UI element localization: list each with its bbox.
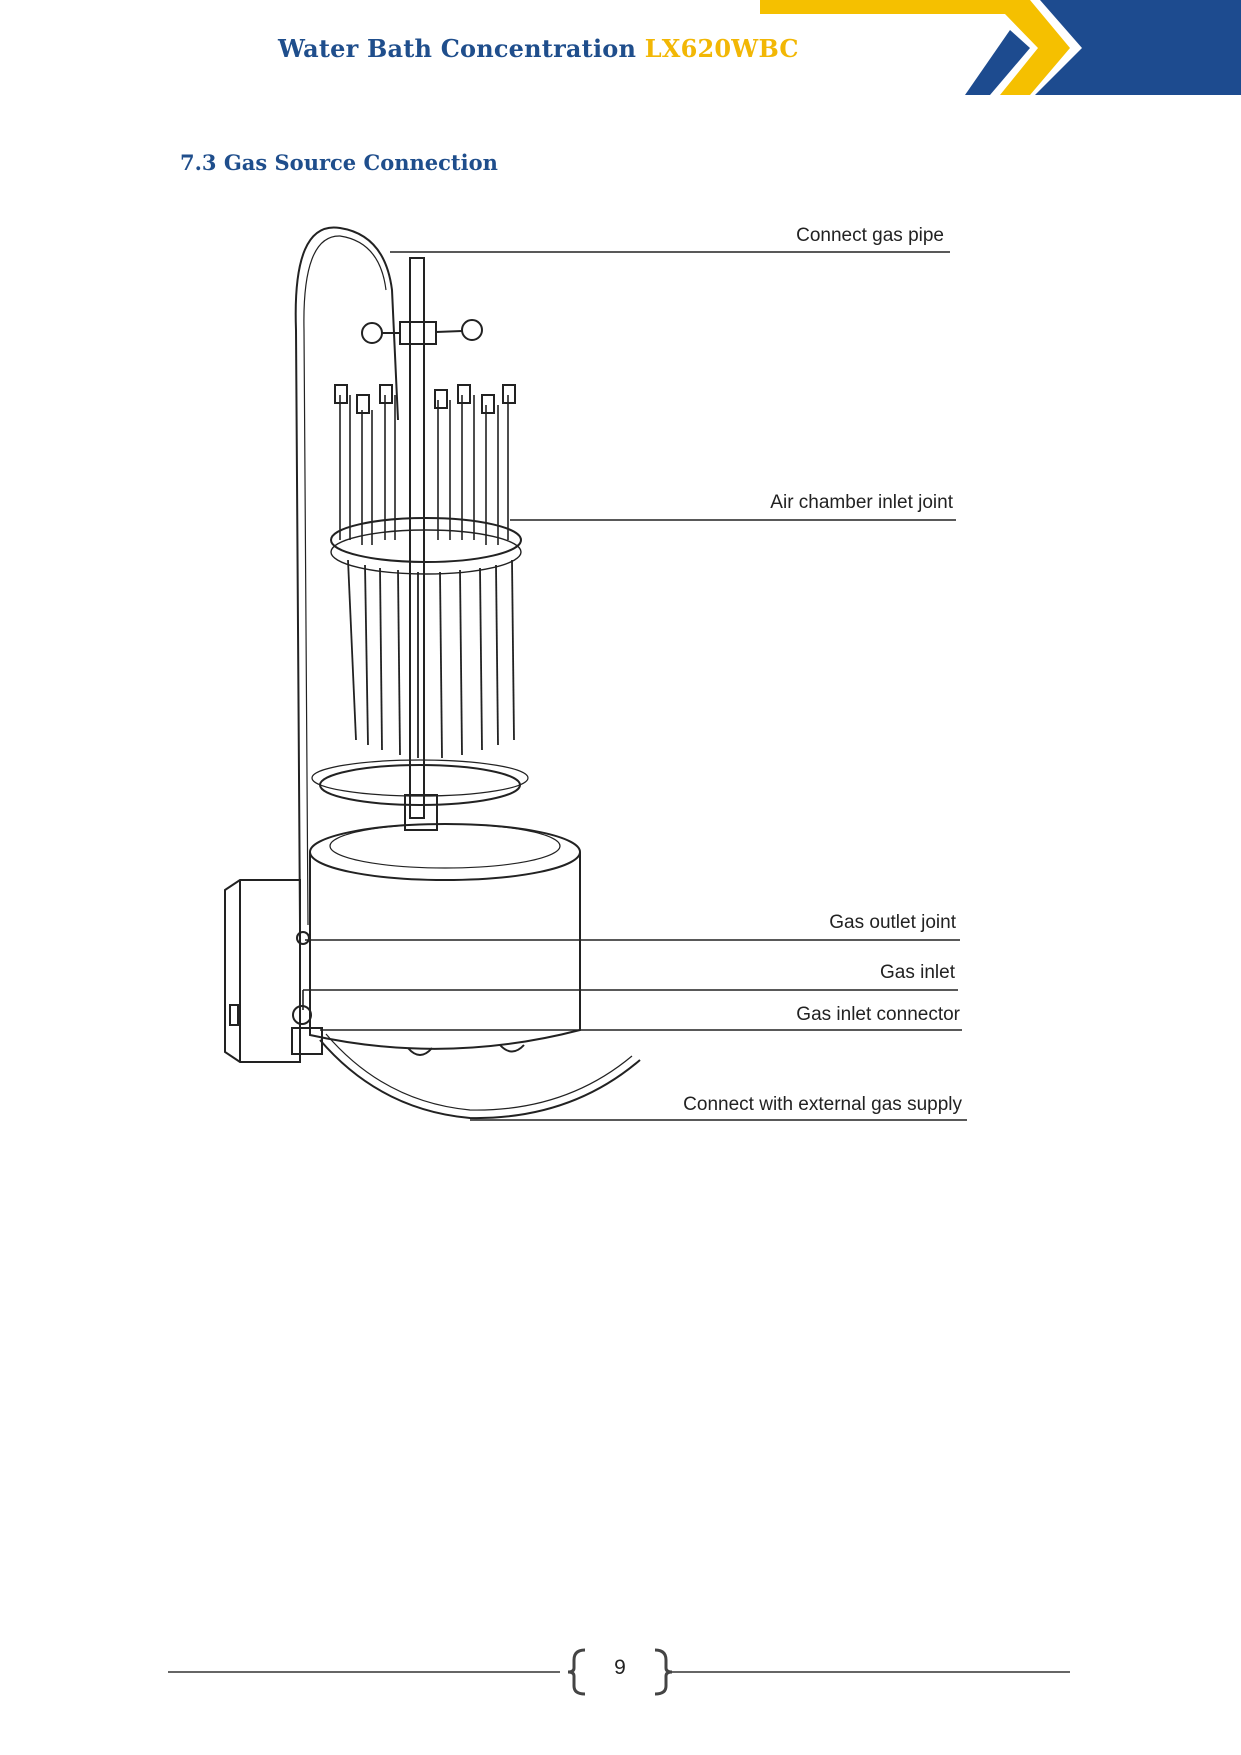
- page-number: 9: [614, 1656, 626, 1679]
- banner-blue-wedge: [965, 30, 1030, 95]
- header-title-main: Water Bath Concentration: [278, 34, 637, 63]
- apparatus-figure: Connect gas pipe Air chamber inlet joint…: [224, 225, 967, 1121]
- air-chamber-ring: [330, 517, 522, 563]
- header-banner: [760, 0, 1241, 95]
- external-supply-hose: [319, 1039, 641, 1120]
- callout-gas-inlet: Gas inlet: [880, 962, 956, 983]
- callout-air-chamber-inlet-joint: Air chamber inlet joint: [770, 492, 953, 513]
- callout-connect-external-gas-supply: Connect with external gas supply: [683, 1094, 962, 1115]
- callout-gas-inlet-connector: Gas inlet connector: [796, 1004, 960, 1025]
- clamp-knob-right: [461, 319, 483, 341]
- tube-rack-plate: [319, 764, 521, 806]
- control-box: [224, 879, 301, 1063]
- page-bracket-right: [654, 1648, 673, 1696]
- section-heading: 7.3 Gas Source Connection: [180, 150, 498, 175]
- gas-pipe: [294, 226, 399, 926]
- header-title-model: LX620WBC: [644, 34, 799, 63]
- gas-pipe-inner: [303, 235, 387, 926]
- clamp: [399, 321, 437, 345]
- footer-rule: [168, 1648, 1070, 1696]
- gas-inlet-connector-part: [292, 1005, 312, 1025]
- water-bath-body: [309, 852, 581, 1050]
- banner-blue-block: [1035, 0, 1241, 95]
- page-bracket-left: [567, 1648, 586, 1696]
- center-rod: [409, 257, 425, 819]
- banner-yellow-stripe: [760, 0, 1070, 95]
- document-header-title: Water Bath Concentration LX620WBC: [278, 34, 799, 63]
- clamp-knob-left: [361, 322, 383, 344]
- callout-connect-gas-pipe: Connect gas pipe: [796, 225, 944, 246]
- callout-gas-outlet-joint: Gas outlet joint: [829, 912, 956, 933]
- bath-lid: [309, 823, 581, 881]
